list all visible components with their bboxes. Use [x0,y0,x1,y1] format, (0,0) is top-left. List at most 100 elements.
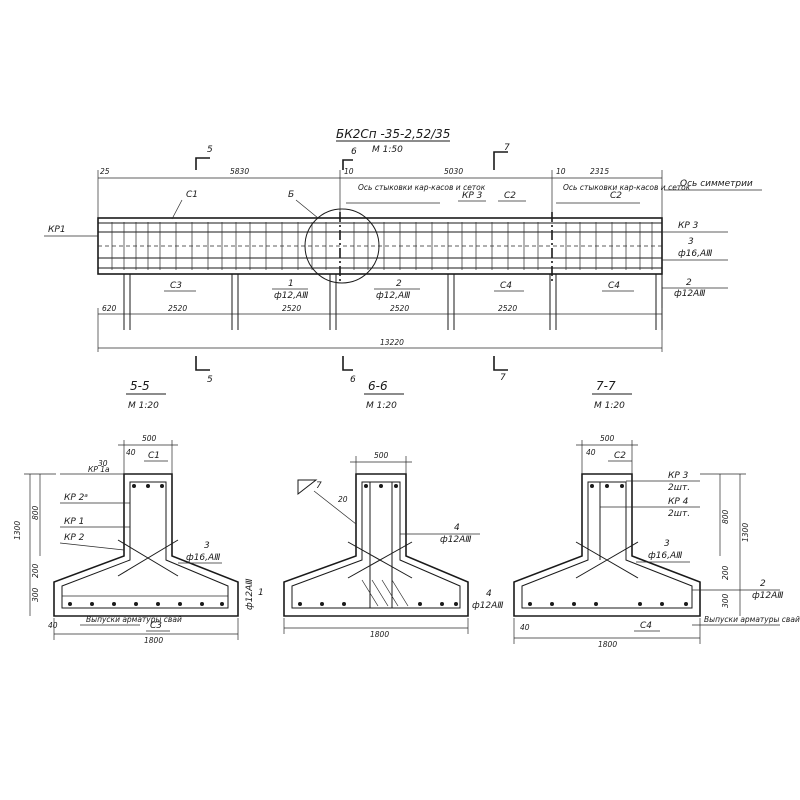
s55-dim-40-bottom: 40 [48,621,58,630]
section-7-7-outline [513,473,701,617]
section-5-5: 5-5 М 1:20 500 40 С1 КР 1а 30 КР 2ᵃ КР 1… [13,379,264,645]
s55-release-note: Выпуски арматуры свай [86,615,182,624]
dim-5030: 5030 [444,167,463,176]
s55-kp2a: КР 2ᵃ [64,493,88,503]
section-6-6-title: 6-6 [368,379,388,393]
beam-body [97,208,663,284]
elevation-scale: М 1:50 [372,145,403,155]
dimensions-bottom: 620 2520 2520 2520 2520 13220 [97,304,663,352]
s77-dim-800: 800 [721,509,730,524]
callout-b: Б [288,190,294,200]
s55-dim-800: 800 [31,505,40,520]
dim-620: 620 [102,304,117,313]
s77-dim-1300: 1300 [741,523,750,542]
dim-10-left: 10 [344,167,354,176]
s66-pos4-bottom: 4 [486,589,492,599]
s55-dim-300: 300 [31,587,40,602]
dim-2315: 2315 [590,167,609,176]
s55-c3: С3 [150,621,162,631]
section-7-7-title: 7-7 [596,379,616,393]
s77-dim-40-bottom: 40 [520,623,530,632]
callout-c3: С3 [170,281,182,291]
s77-kp4-qty: 2шт. [668,509,690,519]
section-mark-7-top: 7 [504,143,510,153]
s77-pos2: 2 [760,579,766,589]
symmetry-axis-note: Ось симметрии [680,179,753,189]
callout-c1: С1 [186,190,198,200]
dim-2520-3: 2520 [390,304,409,313]
elevation-view: БК2Сп -35-2,52/35 М 1:50 5 6 7 25 5830 1… [44,127,762,385]
section-7-7-scale: М 1:20 [594,401,625,411]
s55-pos1: 1 [258,588,264,598]
section-5-5-outline [53,473,239,617]
callout-kp3-right: КР 3 [678,221,699,231]
s55-c1: С1 [148,451,160,461]
callout-pos2-right-bar: ф12АⅢ [674,289,706,299]
dimensions-top: 25 5830 10 5030 10 2315 [97,167,663,222]
s55-dim-1800: 1800 [144,636,163,645]
joint-axis-note-left: Ось стыковки кар-касов и сеток [358,183,486,192]
s55-pos3: 3 [204,541,210,551]
weld-symbol [297,479,318,496]
s55-dim-30: 30 [98,459,108,468]
section-6-6: 6-6 М 1:20 500 7 20 4 ф12АⅢ 4 ф12АⅢ [283,379,504,639]
s66-pos4-top-bar: ф12АⅢ [440,535,472,545]
callout-c4-right: С4 [608,281,620,291]
s66-pos4-top: 4 [454,523,460,533]
section-6-6-scale: М 1:20 [366,401,397,411]
s55-kp1a: КР 1а [88,465,110,474]
s55-dim-200: 200 [31,563,40,578]
callout-pos2-bar: ф12,АⅢ [376,291,410,301]
section-markers-top: 5 6 7 [195,143,510,170]
stirrups [111,222,653,270]
s77-pos3: 3 [664,539,670,549]
s55-dim-1300: 1300 [13,521,22,540]
section-mark-6-top: 6 [351,147,357,157]
callout-c2-top: С2 [504,191,516,201]
section-mark-5-top: 5 [207,145,213,155]
detail-b-circle [304,208,380,284]
callout-pos1-bar: ф12,АⅢ [274,291,308,301]
dim-5830: 5830 [230,167,249,176]
s77-dim-200: 200 [721,565,730,580]
callout-pos3-bar: ф16,АⅢ [678,249,712,259]
section-mark-5-bottom: 5 [207,375,213,385]
callout-pos3: 3 [688,237,694,247]
dim-10-right: 10 [556,167,566,176]
s77-c2: С2 [614,451,626,461]
s77-dim-300: 300 [721,593,730,608]
elevation-title: БК2Сп -35-2,52/35 [336,127,450,141]
s77-kp3-qty: 2шт. [668,483,690,493]
section-mark-7-bottom: 7 [500,373,506,383]
section-7-7: 7-7 М 1:20 500 40 С2 КР 3 2шт. КР 4 2шт.… [513,379,800,649]
s77-dim-1800: 1800 [598,640,617,649]
callout-c2-right: С2 [610,191,622,201]
section-5-5-scale: М 1:20 [128,401,159,411]
dim-25: 25 [100,167,110,176]
callout-kp1: КР1 [48,225,66,235]
dim-2520-1: 2520 [168,304,187,313]
dim-2520-2: 2520 [282,304,301,313]
s66-dim-1800: 1800 [370,630,389,639]
section-markers-bottom: 5 6 7 [195,356,508,385]
s77-release-note: Выпуски арматуры свай [704,615,800,624]
s77-kp4: КР 4 [668,497,689,507]
dim-2520-4: 2520 [498,304,517,313]
s55-kp1: КР 1 [64,517,84,527]
s55-pos3-bar: ф16,АⅢ [186,553,220,563]
s66-dim-20: 20 [338,495,348,504]
dim-total-13220: 13220 [380,338,404,347]
section-5-5-title: 5-5 [130,379,150,393]
s77-kp3: КР 3 [668,471,689,481]
s66-pos4-bottom-bar: ф12АⅢ [472,601,504,611]
s77-pos2-bar: ф12АⅢ [752,591,784,601]
callout-c4-left: С4 [500,281,512,291]
s66-weld-7: 7 [316,481,322,491]
callout-pos2-right: 2 [686,278,692,288]
callout-pos2: 2 [396,279,402,289]
s55-kp2: КР 2 [64,533,85,543]
elevation-callouts: С1 Б КР 3 С2 С2 КР1 КР 3 3 ф16,АⅢ С3 1 ф… [44,190,728,301]
s77-pos3-bar: ф16,АⅢ [648,551,682,561]
s55-width-500: 500 [142,434,157,443]
